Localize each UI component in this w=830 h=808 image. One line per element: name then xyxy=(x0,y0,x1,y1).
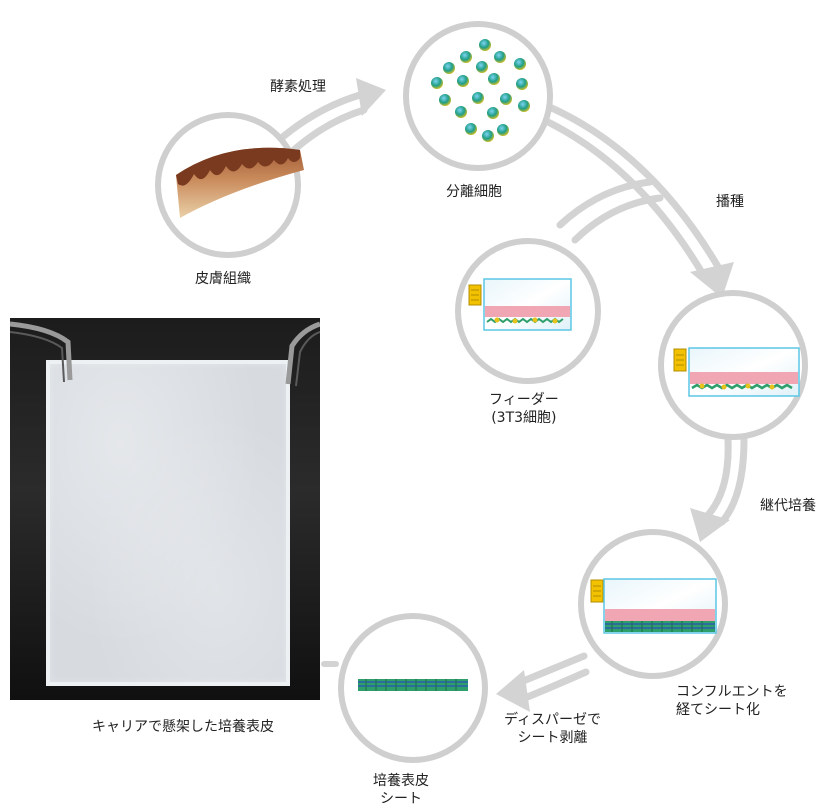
label-dispase: ディスパーゼで シート剥離 xyxy=(504,712,602,746)
skin-tissue-icon xyxy=(176,147,304,218)
arrow-enzyme-head xyxy=(356,78,386,116)
label-seeding: 播種 xyxy=(716,194,744,210)
label-isolated-cells: 分離細胞 xyxy=(446,184,502,200)
isolated-cells-icon xyxy=(431,39,530,142)
epidermis-sheet-in-photo xyxy=(46,360,290,686)
epidermis-sheet-icon xyxy=(358,679,468,691)
confluent-flask-icon xyxy=(590,578,717,634)
label-confluent: コンフルエントを 経てシート化 xyxy=(676,684,788,718)
seeding-flask-icon xyxy=(673,347,800,397)
process-arrows xyxy=(264,78,748,712)
arrow-seeding-head xyxy=(690,262,734,298)
arrow-feeder xyxy=(556,178,654,229)
label-feeder: フィーダー (3T3細胞) xyxy=(489,392,559,426)
forceps-graphic xyxy=(10,321,320,387)
label-skin-tissue: 皮膚組織 xyxy=(195,271,251,287)
feeder-flask-icon xyxy=(468,278,572,331)
label-passage-culture: 継代培養 xyxy=(760,498,816,514)
label-epidermis-sheet: 培養表皮 シート xyxy=(373,773,429,807)
arrow-dispase-head xyxy=(496,670,530,712)
arrow-passage-inner xyxy=(718,436,748,526)
label-photo-caption: キャリアで懸架した培養表皮 xyxy=(92,719,274,735)
arrow-feeder-inner xyxy=(571,194,664,244)
arrow-passage xyxy=(704,436,732,519)
suspended-epidermis-photo xyxy=(10,318,320,700)
label-enzyme-treatment: 酵素処理 xyxy=(270,79,326,95)
arrow-seeding xyxy=(541,101,724,274)
arrow-passage-head xyxy=(690,508,730,542)
